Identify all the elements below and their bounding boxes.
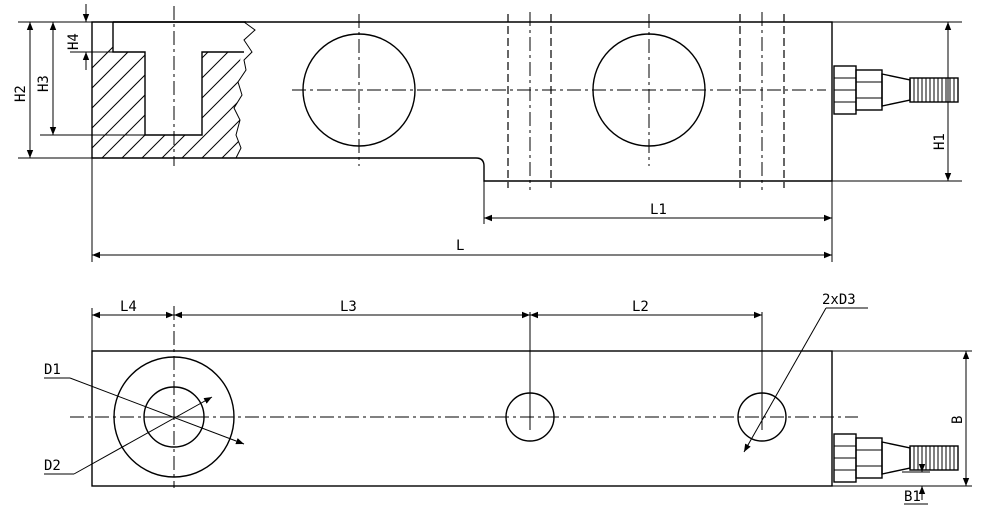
dim-H3: H3: [36, 22, 145, 136]
cable-gland-bottom: [833, 433, 959, 483]
section-hatch: [92, 22, 246, 158]
counterbore: [112, 22, 244, 136]
label-D2: D2: [44, 458, 61, 474]
body-outline: [91, 21, 833, 182]
label-L1: L1: [650, 202, 667, 218]
plan-view: D1 D2 2xD3 L4 L3 L2 B: [44, 292, 972, 505]
callout-D3: 2xD3: [743, 292, 868, 453]
label-H3: H3: [36, 75, 52, 92]
label-B: B: [950, 416, 966, 424]
label-L2: L2: [632, 299, 649, 315]
label-D3: 2xD3: [822, 292, 856, 308]
dim-H1: H1: [832, 21, 962, 182]
dim-H2: H2: [13, 21, 92, 159]
label-H2: H2: [13, 85, 29, 102]
label-L: L: [456, 238, 464, 254]
label-H1: H1: [932, 133, 948, 150]
plan-body-outline: [91, 350, 833, 487]
label-H4: H4: [66, 33, 82, 50]
dim-L1: L1: [483, 181, 833, 224]
dim-L4-L3-L2: L4 L3 L2: [91, 299, 762, 351]
cable-gland-top: [833, 65, 959, 115]
label-L4: L4: [120, 299, 137, 315]
dim-L: L: [91, 158, 833, 262]
dim-B1: B1: [902, 458, 930, 505]
callout-D2: D2: [44, 396, 213, 475]
label-L3: L3: [340, 299, 357, 315]
label-B1: B1: [904, 489, 921, 505]
dim-H4: H4: [66, 4, 145, 70]
side-view: H4 H3 H2 H1 L1: [13, 4, 962, 262]
callout-D1: D1: [44, 362, 245, 445]
break-line: [233, 21, 256, 159]
dim-B: B: [832, 350, 972, 487]
label-D1: D1: [44, 362, 61, 378]
